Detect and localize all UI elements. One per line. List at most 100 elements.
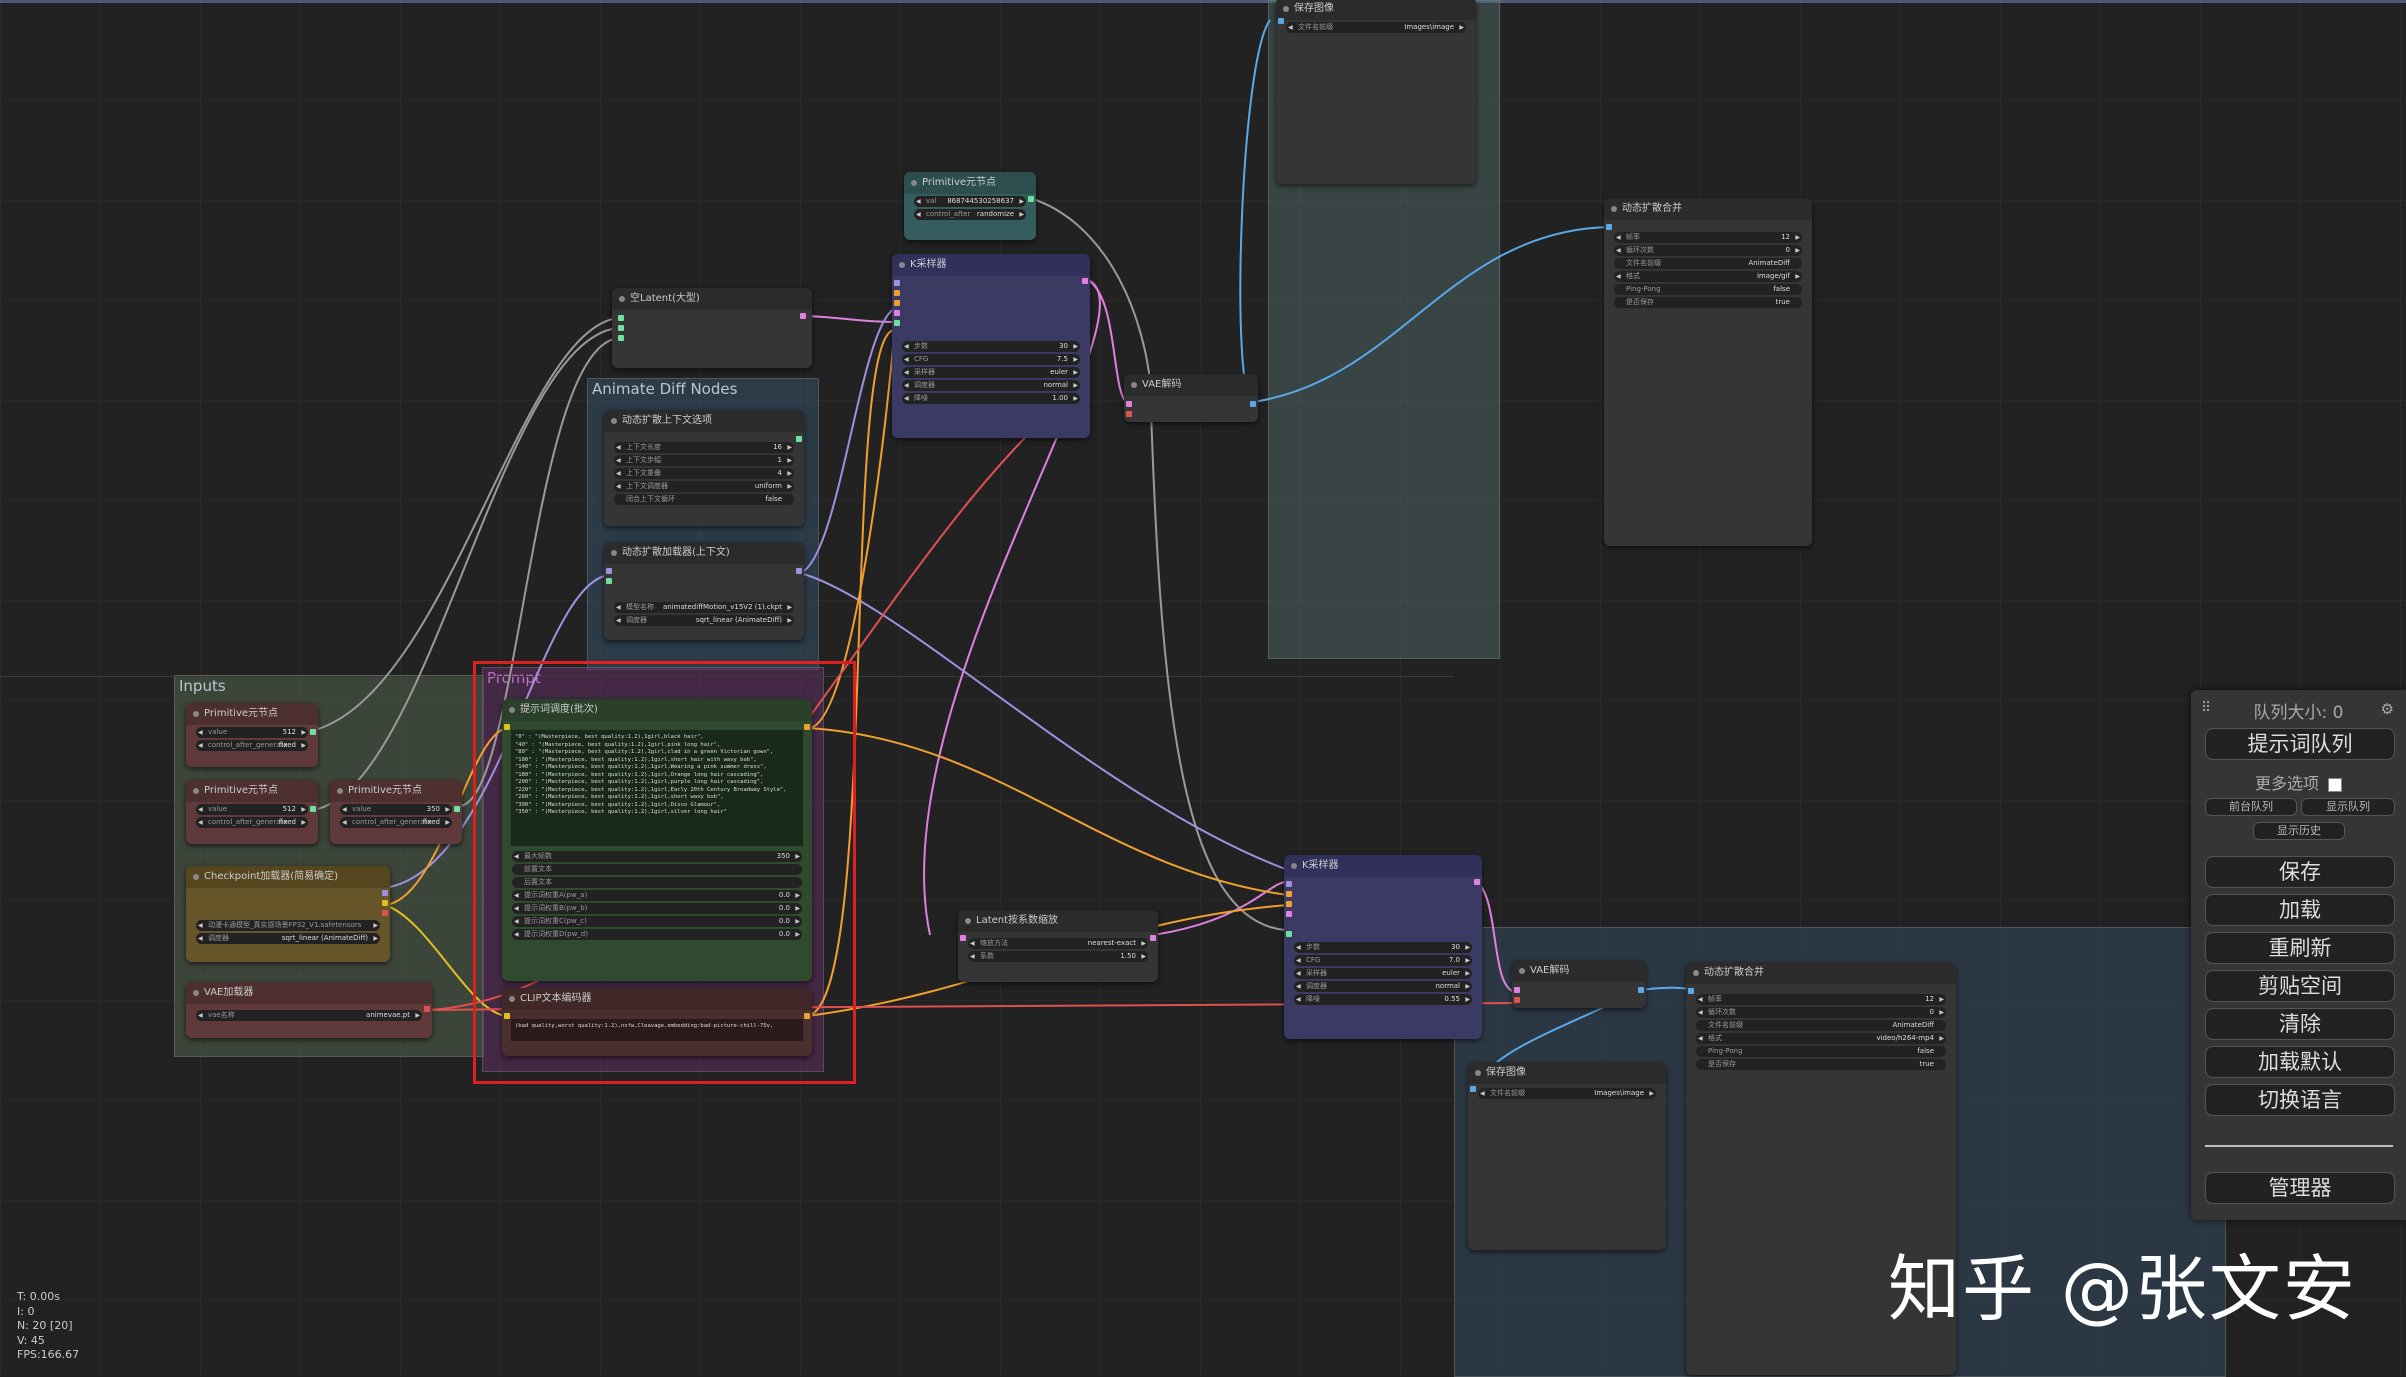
port-negative-in[interactable] <box>1286 901 1292 907</box>
port-seed-in[interactable] <box>1286 931 1292 937</box>
queue-prompt-button[interactable]: 提示词队列 <box>2205 728 2395 760</box>
port-image-out[interactable] <box>1638 987 1644 993</box>
switch-language-button[interactable]: 切换语言 <box>2205 1084 2395 1116</box>
load-default-button[interactable]: 加载默认 <box>2205 1046 2395 1078</box>
port-value-out[interactable] <box>454 806 460 812</box>
show-queue-button[interactable]: 显示队列 <box>2301 798 2395 816</box>
front-queue-button[interactable]: 前台队列 <box>2205 798 2297 816</box>
port-batch-in[interactable] <box>618 335 624 341</box>
port-images-in[interactable] <box>1470 1086 1476 1092</box>
more-options-checkbox[interactable] <box>2328 777 2343 792</box>
port-seed-out[interactable] <box>1028 196 1034 202</box>
node-animatediff-loader[interactable]: 动态扩散加载器(上下文) 模型名称animatediffMotion_v15V2… <box>604 542 804 640</box>
port-conditioning-out[interactable] <box>804 1013 810 1019</box>
port-positive-in[interactable] <box>894 290 900 296</box>
prompt-schedule-text[interactable]: "0" : "(Masterpiece, best quality:1.2),1… <box>510 729 804 847</box>
port-model-in[interactable] <box>894 280 900 286</box>
node-prompt-schedule[interactable]: 提示词调度(批次) "0" : "(Masterpiece, best qual… <box>502 699 812 981</box>
port-latent-out[interactable] <box>1150 935 1156 941</box>
clipspace-button[interactable]: 剪贴空间 <box>2205 970 2395 1002</box>
port-latent-in[interactable] <box>1286 911 1292 917</box>
drag-handle-icon[interactable]: ⠿ <box>2201 700 2212 716</box>
port-model-in[interactable] <box>1286 881 1292 887</box>
port-context-in[interactable] <box>606 578 612 584</box>
widget-pw-d[interactable]: 提示词权重D(pw_d)0.0 <box>512 929 802 940</box>
port-clip-in[interactable] <box>504 1013 510 1019</box>
port-conditioning-out[interactable] <box>804 724 810 730</box>
port-seed-in[interactable] <box>894 320 900 326</box>
port-value-out[interactable] <box>310 729 316 735</box>
widget-app-text[interactable]: 后置文本 <box>512 877 802 888</box>
save-button[interactable]: 保存 <box>2205 856 2395 888</box>
port-model-out[interactable] <box>796 568 802 574</box>
port-positive-in[interactable] <box>1286 891 1292 897</box>
widget-ckpt-name[interactable]: 动漫卡通模型_真实感场景FP32_V1.safetensors <box>196 920 380 931</box>
port-latent-out[interactable] <box>1474 879 1480 885</box>
port-latent-out[interactable] <box>800 313 806 319</box>
port-images-in[interactable] <box>1278 18 1284 24</box>
show-history-button[interactable]: 显示历史 <box>2253 822 2345 840</box>
widget-pw-c[interactable]: 提示词权重C(pw_c)0.0 <box>512 916 802 927</box>
port-vae-out[interactable] <box>382 910 388 916</box>
load-button[interactable]: 加载 <box>2205 894 2395 926</box>
port-latent-in[interactable] <box>894 310 900 316</box>
node-vae-decode-bottom[interactable]: VAE解码 <box>1512 960 1646 1008</box>
node-clip-text-encode[interactable]: CLIP文本编码器 (bad quality,worst quality:1.2… <box>502 988 812 1056</box>
port-negative-in[interactable] <box>894 300 900 306</box>
negative-prompt-text[interactable]: (bad quality,worst quality:1.2),nsfw,Cle… <box>510 1018 804 1042</box>
refresh-button[interactable]: 重刷新 <box>2205 932 2395 964</box>
widget-denoise[interactable]: 降噪0.55 <box>1294 994 1472 1005</box>
node-empty-latent[interactable]: 空Latent(大型) <box>612 288 812 368</box>
port-samples-in[interactable] <box>960 935 966 941</box>
port-vae-in[interactable] <box>1514 997 1520 1003</box>
port-context-out[interactable] <box>796 436 802 442</box>
node-vae-decode-top[interactable]: VAE解码 <box>1124 374 1258 422</box>
port-samples-in[interactable] <box>1514 987 1520 993</box>
port-images-in[interactable] <box>1606 224 1612 230</box>
